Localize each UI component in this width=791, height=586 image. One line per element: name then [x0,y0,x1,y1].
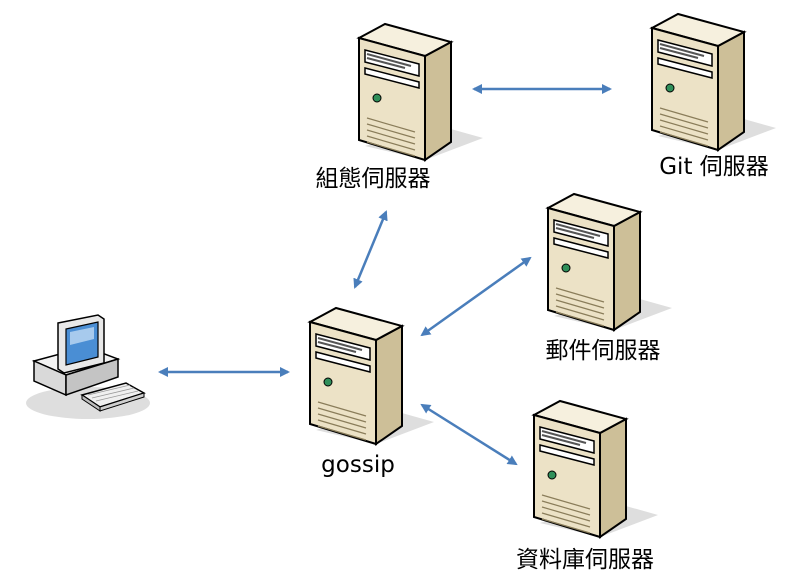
node-client [26,314,150,419]
node-config [356,22,483,162]
node-git [649,12,776,152]
node-db [531,399,658,539]
label-git: Git 伺服器 [659,154,769,180]
edge-gossip-config [353,210,388,289]
node-mail [545,192,672,332]
connections [158,84,612,466]
label-db: 資料庫伺服器 [516,547,654,573]
label-mail: 郵件伺服器 [545,338,661,364]
edge-gossip-db [420,403,518,466]
edge-gossip-mail [420,256,532,337]
node-gossip [307,306,434,446]
label-config: 組態伺服器 [315,166,431,192]
label-gossip: gossip [321,452,395,478]
